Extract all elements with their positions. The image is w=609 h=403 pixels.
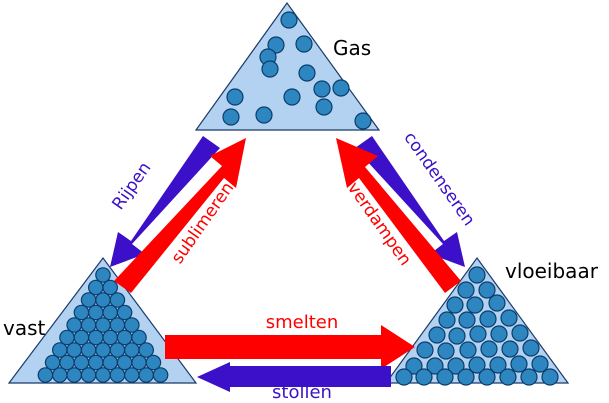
stollen-label: stollen bbox=[272, 382, 332, 403]
solid-particle bbox=[80, 367, 97, 383]
gas-particle bbox=[283, 88, 301, 106]
liquid-particle bbox=[448, 327, 466, 345]
liquid-particle bbox=[499, 368, 517, 386]
gas-label: Gas bbox=[333, 36, 371, 60]
gas-particles bbox=[222, 11, 372, 130]
liquid-particle bbox=[468, 356, 486, 374]
liquid-particle bbox=[405, 357, 423, 375]
gas-particle bbox=[280, 11, 298, 29]
liquid-particle bbox=[500, 309, 518, 327]
arrow-condenseren bbox=[355, 136, 465, 267]
arrow-smelten bbox=[165, 325, 415, 369]
liquid-particle bbox=[466, 296, 484, 314]
liquid-particle bbox=[416, 341, 434, 359]
solid-particle bbox=[138, 367, 154, 383]
gas-particle bbox=[354, 112, 372, 130]
gas-particle bbox=[332, 79, 350, 97]
solid-particle bbox=[124, 367, 140, 383]
solid-particle bbox=[152, 367, 169, 383]
solid-particle bbox=[145, 354, 162, 371]
gas-particle bbox=[226, 88, 244, 106]
liquid-particle bbox=[480, 340, 498, 358]
liquid-particle bbox=[479, 310, 497, 328]
gas-state bbox=[194, 1, 381, 131]
solid-particle bbox=[95, 367, 111, 383]
solid-particle bbox=[131, 329, 147, 346]
liquid-particle bbox=[490, 325, 508, 343]
liquid-particle bbox=[447, 357, 465, 375]
solid-state bbox=[7, 256, 198, 384]
liquid-particle bbox=[511, 324, 529, 342]
arrow-sublimeren bbox=[114, 138, 246, 293]
liquid-particle bbox=[415, 368, 433, 386]
liquid-particle bbox=[459, 341, 477, 359]
arrow-verdampen bbox=[336, 138, 461, 293]
liquid-particle bbox=[469, 325, 487, 343]
gas-particle bbox=[222, 108, 240, 126]
gas-particle bbox=[255, 106, 273, 124]
gas-particle bbox=[298, 64, 316, 82]
solid-particle bbox=[51, 367, 68, 383]
smelten-label: smelten bbox=[266, 312, 339, 333]
liquid-particle bbox=[436, 368, 454, 386]
liquid-particle bbox=[520, 368, 538, 386]
gas-particle bbox=[313, 80, 331, 98]
liquid-particle bbox=[458, 311, 476, 329]
arrow-rijpen bbox=[110, 136, 220, 267]
liquid-particle bbox=[437, 342, 455, 360]
liquid-particle bbox=[428, 326, 446, 344]
liquid-particle bbox=[446, 296, 464, 314]
solid-particle bbox=[109, 292, 126, 308]
liquid-particle bbox=[488, 294, 506, 312]
gas-particle bbox=[295, 35, 313, 53]
liquid-label: vloeibaar bbox=[505, 259, 599, 283]
solid-particle bbox=[138, 342, 154, 358]
arrow-stollen bbox=[197, 362, 391, 392]
solid-label: vast bbox=[3, 316, 46, 340]
liquid-particle bbox=[522, 339, 540, 357]
solid-particle bbox=[95, 267, 111, 283]
gas-particle bbox=[315, 98, 333, 116]
condenseren-label: condenseren bbox=[399, 128, 478, 229]
solid-particle bbox=[102, 279, 118, 296]
liquid-particle bbox=[457, 281, 475, 299]
liquid-particle bbox=[510, 355, 528, 373]
liquid-state bbox=[384, 256, 570, 386]
liquid-particles bbox=[395, 266, 559, 386]
liquid-particle bbox=[489, 356, 507, 374]
liquid-particle bbox=[426, 357, 444, 375]
liquid-particle bbox=[501, 340, 519, 358]
liquid-particle bbox=[395, 368, 413, 386]
solid-particle bbox=[109, 367, 126, 383]
liquid-particle bbox=[438, 311, 456, 329]
solid-particle bbox=[66, 367, 82, 383]
solid-particle bbox=[37, 367, 54, 383]
rijpen-label: Rijpen bbox=[108, 159, 155, 214]
liquid-particle bbox=[468, 266, 486, 284]
liquid-particle bbox=[478, 281, 496, 299]
liquid-particle bbox=[478, 368, 496, 386]
gas-particle bbox=[267, 36, 285, 54]
solid-particles bbox=[37, 267, 169, 383]
solid-particle bbox=[116, 304, 133, 321]
liquid-particle bbox=[531, 355, 549, 373]
solid-particle bbox=[124, 317, 140, 333]
liquid-particle bbox=[457, 368, 475, 386]
gas-particle bbox=[261, 60, 279, 78]
liquid-particle bbox=[541, 368, 559, 386]
